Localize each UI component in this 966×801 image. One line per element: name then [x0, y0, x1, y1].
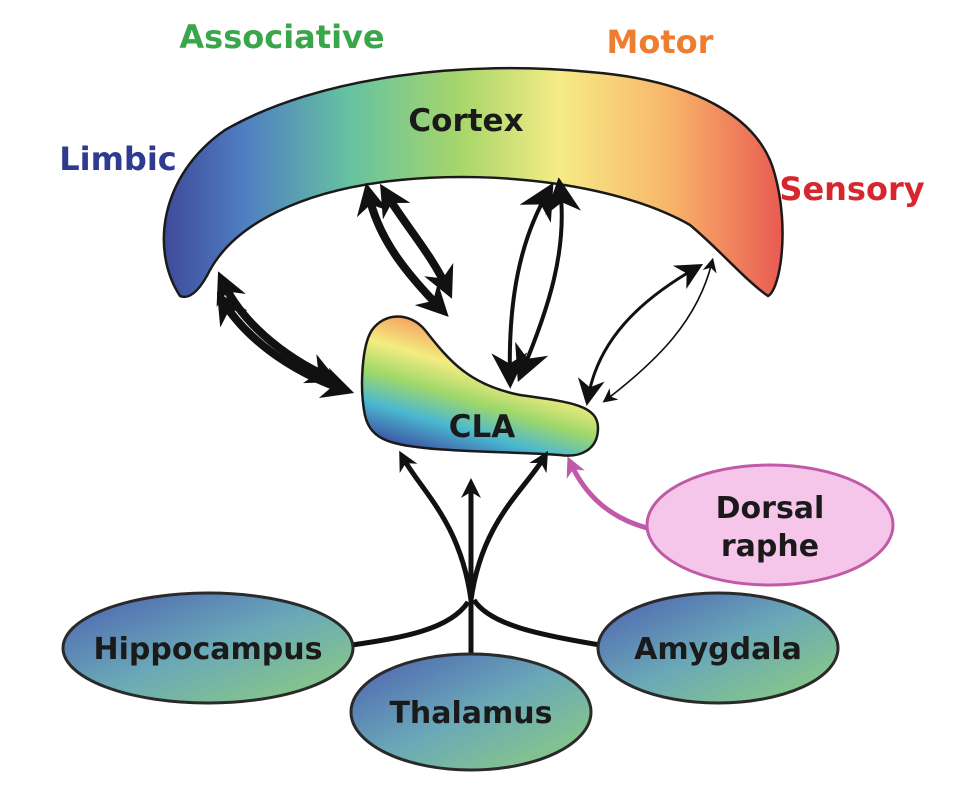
- limbic-cla-arrow-b: [216, 291, 355, 399]
- hippocampus-node: [61, 591, 355, 705]
- sensory-cla-arrow-a: [577, 263, 704, 406]
- thalamus-node: [349, 652, 593, 772]
- sensory-label: Sensory: [779, 170, 924, 208]
- amygdala-connector: [471, 598, 601, 648]
- cortex-shape: [162, 66, 784, 299]
- amygdala-node: [596, 591, 840, 705]
- limbic-cla-arrow-a: [216, 271, 339, 384]
- thalamus-label: Thalamus: [389, 696, 552, 731]
- associative-label: Associative: [179, 18, 384, 56]
- dorsal-raphe-label-line1: Dorsal: [716, 491, 825, 526]
- motor-cla-arrow-b: [515, 177, 582, 382]
- input-arrow-right: [468, 450, 549, 601]
- sensory-cla-arrow-b: [602, 257, 717, 403]
- associative-cla-arrow-b: [380, 183, 454, 299]
- dorsal-raphe-node: [645, 463, 895, 587]
- input-arrow-left: [399, 450, 474, 601]
- raphe-arrow: [566, 456, 656, 533]
- cortico-claustral-arrows: [216, 177, 717, 406]
- limbic-label: Limbic: [59, 140, 177, 178]
- cla-label: CLA: [449, 409, 516, 445]
- cla-shape: [360, 315, 600, 457]
- cortex-label: Cortex: [408, 103, 523, 139]
- hippocampus-connector: [351, 600, 471, 648]
- dorsal-raphe-label-line2: raphe: [721, 529, 819, 564]
- associative-cla-arrow-a: [356, 182, 449, 317]
- amygdala-label: Amygdala: [634, 632, 802, 667]
- motor-label: Motor: [607, 23, 714, 61]
- subcortical-input-arrows: [351, 450, 601, 655]
- hippocampus-label: Hippocampus: [94, 632, 323, 667]
